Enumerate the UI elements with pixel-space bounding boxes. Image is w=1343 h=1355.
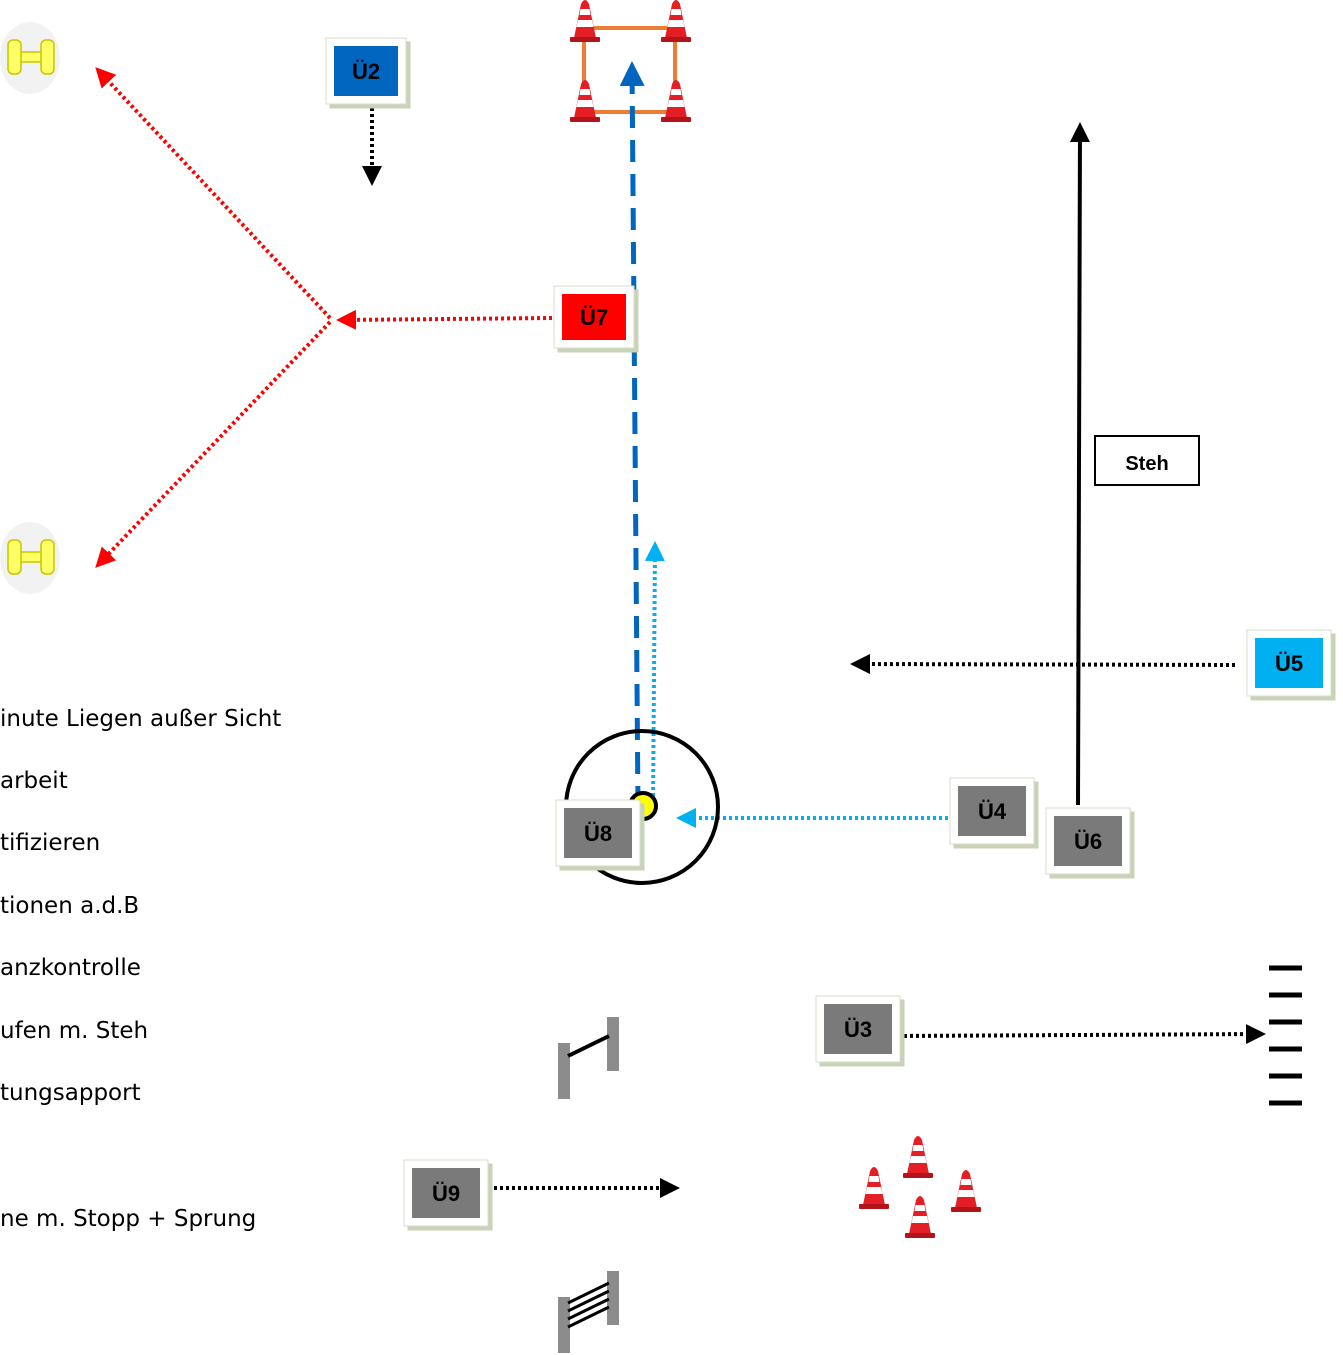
steh-label: Steh — [1125, 453, 1168, 475]
station-u9: Ü9 — [403, 1159, 489, 1227]
u7-arrow-down — [95, 320, 332, 568]
dumbbell-icon-top — [0, 21, 61, 95]
u7-arrow-left — [336, 309, 553, 330]
wall-jump-icon — [558, 1271, 619, 1353]
station-u7: Ü7 — [553, 285, 635, 349]
station-u3: Ü3 — [815, 995, 901, 1063]
exercise-item: arbeit — [0, 768, 68, 794]
traffic-cone-icon — [661, 0, 691, 42]
station-label: Ü8 — [584, 821, 612, 846]
station-u6: Ü6 — [1045, 807, 1131, 875]
exercise-item: ne m. Stopp + Sprung — [0, 1206, 257, 1232]
u7-arrow-up — [95, 67, 332, 320]
steh-box — [1094, 435, 1200, 486]
exercise-item: tifizieren — [0, 830, 101, 856]
station-u2: Ü2 — [325, 37, 407, 105]
traffic-cone-icon — [951, 1170, 981, 1212]
station-fill — [412, 1168, 480, 1218]
station-fill — [1054, 816, 1122, 866]
station-label: Ü6 — [1074, 829, 1102, 854]
traffic-cone-icon — [661, 80, 691, 122]
u7-arrows — [95, 67, 553, 568]
u6-arrow — [1069, 122, 1090, 806]
exercise-item: tionen a.d.B — [0, 893, 140, 919]
traffic-cone-icon — [903, 1136, 933, 1178]
traffic-cone-icon — [570, 0, 600, 42]
u8-dotted-arrow — [644, 541, 665, 809]
station-label: Ü2 — [352, 59, 380, 84]
station-fill — [1255, 638, 1323, 688]
u3-arrow — [897, 1024, 1266, 1045]
cone-square — [582, 26, 677, 114]
hurdle-icon — [558, 1017, 619, 1099]
station-fill — [958, 786, 1026, 836]
station-label: Ü5 — [1275, 651, 1303, 676]
exercise-item: tungsapport — [0, 1080, 141, 1106]
exercise-item: ufen m. Steh — [0, 1018, 149, 1044]
traffic-cone-icon — [859, 1167, 889, 1209]
traffic-cone-icon — [905, 1196, 935, 1238]
station-label: Ü3 — [844, 1017, 872, 1042]
station-label: Ü4 — [978, 799, 1007, 824]
station-fill — [564, 808, 632, 858]
station-label: Ü9 — [432, 1181, 460, 1206]
station-fill — [334, 46, 398, 96]
traffic-cone-icon — [570, 80, 600, 122]
u8-dashed-arrow — [619, 61, 645, 809]
station-u5: Ü5 — [1246, 629, 1332, 697]
dumbbell-icon-bottom — [0, 521, 61, 595]
station-u8: Ü8 — [555, 799, 641, 867]
exercise-item: anzkontrolle — [0, 955, 141, 981]
station-fill — [562, 294, 626, 340]
station-u4: Ü4 — [949, 777, 1035, 845]
u5-arrow — [850, 654, 1236, 675]
exercise-item: inute Liegen außer Sicht — [0, 706, 282, 732]
ladder-icon — [1269, 965, 1302, 1106]
station-label: Ü7 — [580, 305, 608, 330]
station-fill — [824, 1004, 892, 1054]
